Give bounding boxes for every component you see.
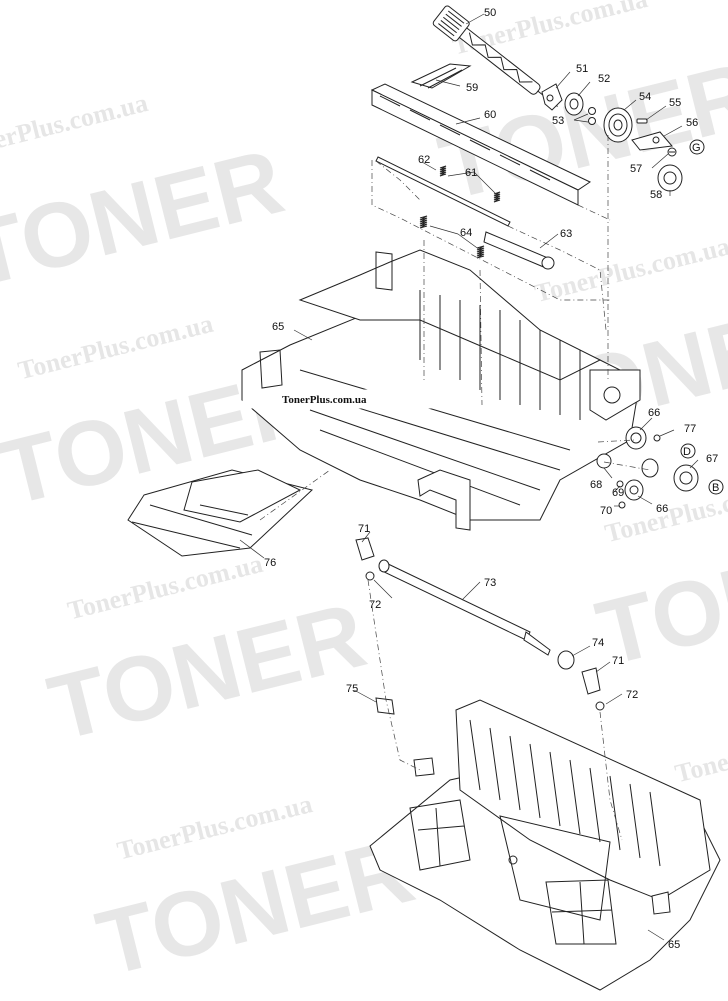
part-71-bracket-right — [581, 667, 601, 695]
watermark-small-2: TonerPlus.com.ua — [15, 309, 216, 385]
callout-73: 73 — [484, 577, 496, 589]
callout-76: 76 — [264, 557, 276, 569]
callout-72-left: 72 — [369, 599, 381, 611]
part-72-bushing-right — [595, 701, 605, 711]
watermark-small-1: TonerPlus.com.ua — [0, 88, 151, 164]
part-68-shaft-end — [596, 453, 612, 469]
callout-65-upper: 65 — [272, 321, 284, 333]
callout-70: 70 — [600, 505, 612, 517]
callout-52: 52 — [598, 73, 610, 85]
callout-61: 61 — [465, 167, 477, 179]
callout-59: 59 — [466, 82, 478, 94]
connector-b-label: B — [712, 482, 719, 494]
watermark-small-8: TonerPlus.com.ua — [672, 712, 728, 788]
callout-labels: 50 51 52 53 54 55 56 57 58 59 60 62 61 6… — [264, 7, 718, 951]
callout-56: 56 — [686, 117, 698, 129]
part-61-springs — [439, 165, 501, 203]
part-72-bushing-left — [365, 571, 375, 581]
connector-d: D — [680, 443, 696, 459]
part-52-gear — [564, 92, 584, 116]
connector-g: G — [689, 139, 705, 155]
part-57-screw — [667, 147, 677, 157]
leader-lines — [239, 13, 699, 941]
callout-75: 75 — [346, 683, 358, 695]
part-70-washer — [618, 501, 626, 509]
callout-55: 55 — [669, 97, 681, 109]
connector-d-label: D — [683, 446, 691, 458]
callout-69: 69 — [612, 487, 624, 499]
part-59-ribbon — [410, 63, 472, 89]
callout-68: 68 — [590, 479, 602, 491]
callout-65-lower: 65 — [668, 939, 680, 951]
callout-64: 64 — [460, 227, 472, 239]
part-69-screw — [616, 480, 624, 488]
part-50-roller — [432, 5, 558, 107]
part-64-springs — [419, 215, 485, 259]
part-63-roller — [483, 231, 555, 270]
callout-71-right: 71 — [612, 655, 624, 667]
connector-b: B — [708, 479, 724, 495]
watermark-small-6: TonerPlus.com.ua — [532, 232, 728, 308]
source-bar-text: TonerPlus.com.ua — [282, 394, 367, 406]
callout-77: 77 — [684, 423, 696, 435]
part-73-roller — [378, 559, 551, 656]
callout-50: 50 — [484, 7, 496, 19]
part-74-gear — [557, 650, 575, 670]
callout-62: 62 — [418, 154, 430, 166]
part-71-bracket-left — [355, 537, 375, 561]
part-56-arm — [631, 131, 673, 151]
callout-66-lower: 66 — [656, 503, 668, 515]
part-67-gear — [673, 464, 699, 492]
assembly-lines — [259, 135, 651, 841]
part-54-gear — [603, 107, 633, 143]
part-55-pin — [636, 118, 648, 124]
callout-57: 57 — [630, 163, 642, 175]
callout-74: 74 — [592, 637, 604, 649]
callout-63: 63 — [560, 228, 572, 240]
callout-72-right: 72 — [626, 689, 638, 701]
part-65-upper-frame — [241, 249, 641, 531]
callout-51: 51 — [576, 63, 588, 75]
callout-66-upper: 66 — [648, 407, 660, 419]
callout-67: 67 — [706, 453, 718, 465]
callout-71-left: 71 — [358, 523, 370, 535]
connector-markers: G D B — [680, 139, 724, 495]
part-77-screw — [653, 434, 661, 442]
callout-53: 53 — [552, 115, 564, 127]
callout-60: 60 — [484, 109, 496, 121]
part-76-tray — [127, 469, 314, 557]
callout-58: 58 — [650, 189, 662, 201]
part-75-clip — [375, 697, 395, 715]
part-58-gear — [657, 164, 683, 192]
part-51-lever — [541, 83, 563, 111]
source-bar: TonerPlus.com.ua — [242, 389, 444, 409]
part-66-bushings — [624, 426, 659, 501]
callout-54: 54 — [639, 91, 651, 103]
part-65-lower-frame — [369, 699, 721, 991]
connector-g-label: G — [692, 142, 701, 154]
watermark-big-1: TONER — [0, 130, 293, 306]
part-53-washers — [588, 107, 596, 125]
